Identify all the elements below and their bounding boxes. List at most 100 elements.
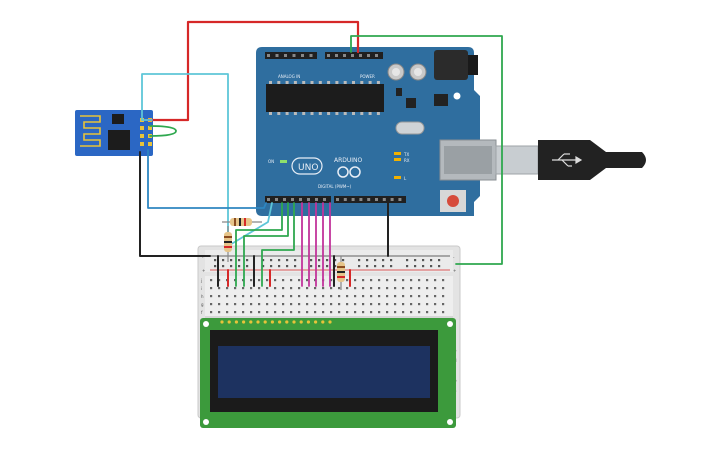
breadboard-hole[interactable] <box>330 279 333 282</box>
breadboard-hole[interactable] <box>322 295 325 298</box>
breadboard-hole[interactable] <box>290 295 293 298</box>
breadboard-hole[interactable] <box>242 287 245 290</box>
breadboard-hole[interactable] <box>210 287 213 290</box>
lcd-pin[interactable] <box>220 320 224 324</box>
breadboard-hole[interactable] <box>218 287 221 290</box>
wire-green-esp-enable[interactable] <box>149 125 177 137</box>
breadboard-hole[interactable] <box>362 311 365 314</box>
breadboard-hole[interactable] <box>298 287 301 290</box>
wire-green-power-rail[interactable] <box>350 35 503 265</box>
power-pin-hole[interactable] <box>327 54 330 57</box>
breadboard-hole[interactable] <box>330 287 333 290</box>
rail-hole[interactable] <box>294 259 297 262</box>
breadboard-hole[interactable] <box>250 303 253 306</box>
breadboard-hole[interactable] <box>378 295 381 298</box>
esp-pin[interactable] <box>148 126 152 130</box>
digital-pin-hole[interactable] <box>343 198 347 201</box>
breadboard-hole[interactable] <box>250 295 253 298</box>
breadboard-hole[interactable] <box>258 295 261 298</box>
breadboard-hole[interactable] <box>274 311 277 314</box>
rail-hole[interactable] <box>230 259 233 262</box>
breadboard-hole[interactable] <box>362 287 365 290</box>
breadboard-hole[interactable] <box>338 295 341 298</box>
resistor-vertical-1[interactable] <box>224 226 232 262</box>
breadboard-hole[interactable] <box>394 295 397 298</box>
rail-hole[interactable] <box>390 259 393 262</box>
breadboard-hole[interactable] <box>258 287 261 290</box>
lcd-pin[interactable] <box>278 320 282 324</box>
rail-hole[interactable] <box>318 265 321 268</box>
rail-hole[interactable] <box>246 259 249 262</box>
rail-hole[interactable] <box>222 259 225 262</box>
breadboard-hole[interactable] <box>410 295 413 298</box>
breadboard-hole[interactable] <box>250 287 253 290</box>
breadboard-hole[interactable] <box>274 287 277 290</box>
wire-red-3v3[interactable] <box>146 20 360 122</box>
rail-hole[interactable] <box>286 259 289 262</box>
breadboard-hole[interactable] <box>386 279 389 282</box>
breadboard-hole[interactable] <box>338 311 341 314</box>
breadboard-hole[interactable] <box>290 287 293 290</box>
rail-hole[interactable] <box>358 265 361 268</box>
digital-pin-hole[interactable] <box>336 198 339 201</box>
esp-pin[interactable] <box>140 126 144 130</box>
breadboard-hole[interactable] <box>386 311 389 314</box>
breadboard-hole[interactable] <box>402 279 405 282</box>
rail-hole[interactable] <box>246 265 249 268</box>
wire-green-lcd-2[interactable] <box>261 202 295 287</box>
breadboard-hole[interactable] <box>362 279 365 282</box>
digital-pin-hole[interactable] <box>275 198 278 201</box>
breadboard-hole[interactable] <box>434 279 437 282</box>
breadboard-hole[interactable] <box>226 311 229 314</box>
lcd-pin[interactable] <box>292 320 296 324</box>
breadboard-hole[interactable] <box>394 303 397 306</box>
rail-hole[interactable] <box>326 265 329 268</box>
rail-hole[interactable] <box>286 265 289 268</box>
lcd-pin[interactable] <box>227 320 231 324</box>
breadboard-hole[interactable] <box>218 303 221 306</box>
analog-pin-hole[interactable] <box>267 54 270 57</box>
breadboard-hole[interactable] <box>354 287 357 290</box>
rail-hole[interactable] <box>366 265 369 268</box>
rail-hole[interactable] <box>310 265 313 268</box>
rail-hole[interactable] <box>390 265 393 268</box>
digital-pin-hole[interactable] <box>359 198 363 201</box>
breadboard-hole[interactable] <box>306 311 309 314</box>
breadboard-hole[interactable] <box>402 295 405 298</box>
breadboard-hole[interactable] <box>338 287 341 290</box>
breadboard-hole[interactable] <box>210 303 213 306</box>
rail-hole[interactable] <box>262 259 265 262</box>
breadboard-hole[interactable] <box>282 287 285 290</box>
digital-pin-hole[interactable] <box>283 198 286 201</box>
rail-hole[interactable] <box>278 265 281 268</box>
breadboard-hole[interactable] <box>418 295 421 298</box>
breadboard-hole[interactable] <box>258 311 261 314</box>
rail-hole[interactable] <box>430 259 433 262</box>
digital-pin-hole[interactable] <box>398 198 402 201</box>
breadboard-hole[interactable] <box>234 303 237 306</box>
rail-hole[interactable] <box>214 259 217 262</box>
rail-hole[interactable] <box>382 265 385 268</box>
wire-blue-rx[interactable] <box>147 149 267 209</box>
breadboard-hole[interactable] <box>362 295 365 298</box>
breadboard-hole[interactable] <box>266 287 269 290</box>
breadboard-hole[interactable] <box>386 295 389 298</box>
lcd-pin[interactable] <box>299 320 303 324</box>
rail-hole[interactable] <box>262 265 265 268</box>
breadboard-hole[interactable] <box>298 311 301 314</box>
breadboard-hole[interactable] <box>314 303 317 306</box>
reset-button-cap[interactable] <box>447 195 459 207</box>
breadboard-hole[interactable] <box>370 303 373 306</box>
breadboard-hole[interactable] <box>242 303 245 306</box>
lcd-pin[interactable] <box>314 320 318 324</box>
lcd-pin[interactable] <box>263 320 267 324</box>
esp-pin[interactable] <box>148 142 152 146</box>
lcd-pin[interactable] <box>242 320 246 324</box>
analog-pin-hole[interactable] <box>301 54 304 57</box>
breadboard-hole[interactable] <box>322 303 325 306</box>
rail-hole[interactable] <box>270 259 273 262</box>
breadboard-hole[interactable] <box>402 311 405 314</box>
digital-pin-hole[interactable] <box>267 198 270 201</box>
breadboard-hole[interactable] <box>354 303 357 306</box>
breadboard-hole[interactable] <box>394 311 397 314</box>
